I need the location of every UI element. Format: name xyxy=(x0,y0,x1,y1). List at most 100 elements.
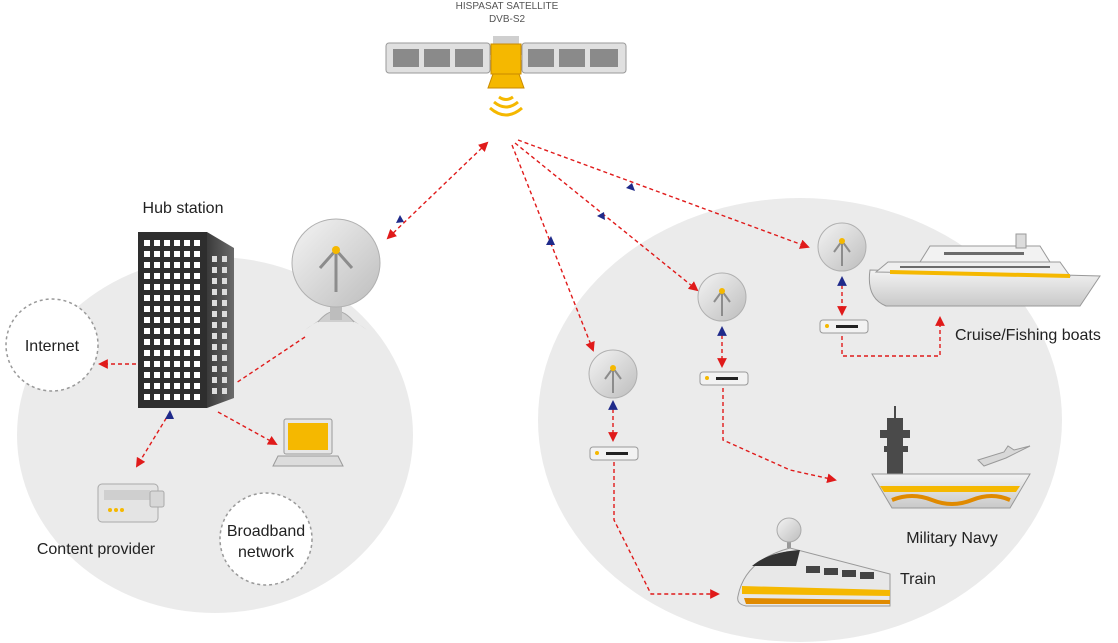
building-window xyxy=(184,339,190,345)
building-window xyxy=(174,350,180,356)
broadband-network-cloud xyxy=(219,492,313,586)
building-window xyxy=(184,350,190,356)
building-window xyxy=(184,273,190,279)
building-window xyxy=(154,383,160,389)
building-window xyxy=(212,322,217,328)
building-window xyxy=(164,361,170,367)
building-window xyxy=(154,339,160,345)
building-window xyxy=(194,383,200,389)
building-window xyxy=(212,388,217,394)
modem-icon xyxy=(819,319,869,334)
building-window xyxy=(212,355,217,361)
broadband-label-line1: Broadband xyxy=(227,523,305,540)
building-window xyxy=(212,344,217,350)
building-window xyxy=(164,328,170,334)
modem-icon xyxy=(589,446,639,461)
building-window xyxy=(144,306,150,312)
building-window xyxy=(212,267,217,273)
building-window xyxy=(184,317,190,323)
server-icon xyxy=(97,483,165,523)
building-window xyxy=(194,350,200,356)
building-window xyxy=(212,278,217,284)
laptop-icon xyxy=(272,418,344,467)
building-window xyxy=(174,383,180,389)
building-window xyxy=(184,240,190,246)
building-window xyxy=(194,284,200,290)
building-window xyxy=(222,377,227,383)
building-window xyxy=(144,339,150,345)
building-window xyxy=(222,355,227,361)
building-window xyxy=(174,284,180,290)
building-window xyxy=(194,372,200,378)
satellite-dish-icon xyxy=(291,218,381,330)
building-window xyxy=(144,251,150,257)
link-satellite-cruise-dish xyxy=(517,139,810,249)
building-window xyxy=(154,273,160,279)
building-window xyxy=(144,350,150,356)
modem-icon xyxy=(699,371,749,386)
building-window xyxy=(144,295,150,301)
building-window xyxy=(154,295,160,301)
building-window xyxy=(164,383,170,389)
building-window xyxy=(144,328,150,334)
building-window xyxy=(222,278,227,284)
building-window xyxy=(154,262,160,268)
building-window xyxy=(194,273,200,279)
building-window xyxy=(194,240,200,246)
building-window xyxy=(144,394,150,400)
building-window xyxy=(194,317,200,323)
building-window xyxy=(174,240,180,246)
satellite-dish-icon xyxy=(697,272,747,322)
arrowhead-up xyxy=(396,215,404,223)
satellite-dish-icon xyxy=(817,222,867,272)
building-window xyxy=(222,333,227,339)
hub-station-label: Hub station xyxy=(143,200,224,217)
building-window xyxy=(154,394,160,400)
airplane-icon xyxy=(977,445,1031,467)
building-window xyxy=(184,295,190,301)
building-window xyxy=(164,306,170,312)
building-window xyxy=(222,366,227,372)
building-window xyxy=(174,361,180,367)
building-window xyxy=(174,394,180,400)
building-window xyxy=(144,317,150,323)
internet-cloud xyxy=(5,298,99,392)
hub-area-background xyxy=(17,257,413,613)
train-icon xyxy=(737,517,891,607)
link-satellite-hub xyxy=(386,141,489,240)
aircraft-carrier-icon xyxy=(871,406,1031,509)
building-window xyxy=(194,251,200,257)
building-window xyxy=(154,251,160,257)
building-icon xyxy=(138,232,234,408)
building-window xyxy=(164,394,170,400)
satellite-standard: DVB-S2 xyxy=(489,14,526,25)
building-window xyxy=(154,306,160,312)
building-window xyxy=(194,339,200,345)
building-window xyxy=(154,328,160,334)
building-window xyxy=(212,300,217,306)
building-window xyxy=(222,344,227,350)
building-window xyxy=(174,262,180,268)
building-window xyxy=(194,328,200,334)
building-window xyxy=(212,256,217,262)
building-window xyxy=(222,256,227,262)
arrowhead-up xyxy=(546,236,555,245)
building-window xyxy=(194,262,200,268)
navy-label: Military Navy xyxy=(906,530,998,547)
building-window xyxy=(194,306,200,312)
building-window xyxy=(154,350,160,356)
link-satellite-navy-dish xyxy=(514,142,699,292)
building-window xyxy=(164,262,170,268)
satellite-icon xyxy=(385,36,627,117)
building-window xyxy=(154,372,160,378)
building-window xyxy=(184,262,190,268)
arrowhead-up xyxy=(165,410,174,419)
building-window xyxy=(174,251,180,257)
building-window xyxy=(164,273,170,279)
link-modem-train xyxy=(613,462,720,599)
building-window xyxy=(184,372,190,378)
building-window xyxy=(144,262,150,268)
internet-label: Internet xyxy=(25,338,80,355)
satellite-title: HISPASAT SATELLITE xyxy=(456,1,559,12)
